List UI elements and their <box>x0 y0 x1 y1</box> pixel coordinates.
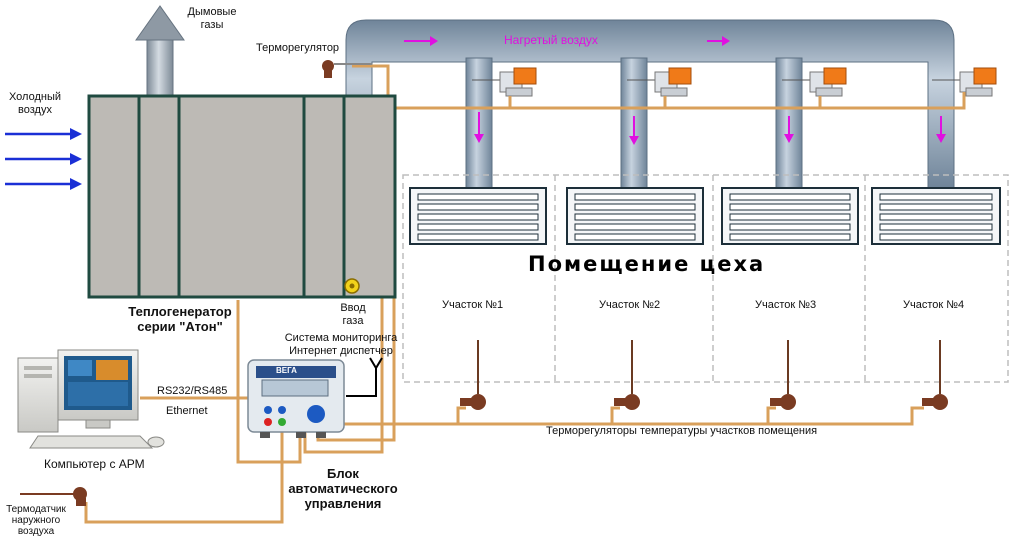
monitoring-label: Система мониторинга Интернет диспетчер <box>284 332 398 357</box>
air-diffusers <box>409 187 1001 245</box>
antenna-icon <box>346 357 383 397</box>
rs-interface-label: RS232/RS485 <box>157 385 228 397</box>
gas-inlet-label: Ввод газа <box>340 302 366 327</box>
controller-icon <box>247 359 345 438</box>
cold-air-arrows <box>5 128 82 190</box>
damper-actuator-icon <box>472 67 997 97</box>
main-air-duct <box>345 19 955 189</box>
controller-brand: ВЕГА <box>276 366 297 375</box>
ethernet-label: Ethernet <box>166 405 208 417</box>
flue-gases-label: Дымовые газы <box>187 6 237 31</box>
burner-icon <box>344 278 360 294</box>
zone-3-label: Участок №3 <box>755 299 817 311</box>
heat-generator <box>87 94 397 299</box>
zone-1-label: Участок №1 <box>442 299 504 311</box>
thermostat-icon <box>322 60 372 78</box>
zone-thermostats <box>460 340 948 410</box>
control-unit-label: Блок автоматического управления <box>288 466 398 511</box>
zone-2-label: Участок №2 <box>599 299 661 311</box>
workshop-room <box>402 174 1009 383</box>
cold-air-label: Холодный воздух <box>8 91 62 116</box>
chimney-icon <box>135 5 185 97</box>
heat-generator-label: Теплогенератор серии "Атон" <box>128 304 232 334</box>
zone-regulators-label: Терморегуляторы температуры участков пом… <box>546 425 818 437</box>
computer-icon <box>17 349 165 449</box>
thermoregulator-label: Терморегулятор <box>256 42 340 54</box>
room-title: Помещение цеха <box>528 252 766 276</box>
zone-4-label: Участок №4 <box>903 299 965 311</box>
outdoor-sensor <box>20 487 87 506</box>
hot-air-arrows <box>404 36 946 145</box>
heated-air-label: Нагретый воздух <box>504 33 598 47</box>
computer-label: Компьютер с АРМ <box>44 457 145 471</box>
outdoor-sensor-label: Термодатчик наружного воздуха <box>6 504 66 537</box>
